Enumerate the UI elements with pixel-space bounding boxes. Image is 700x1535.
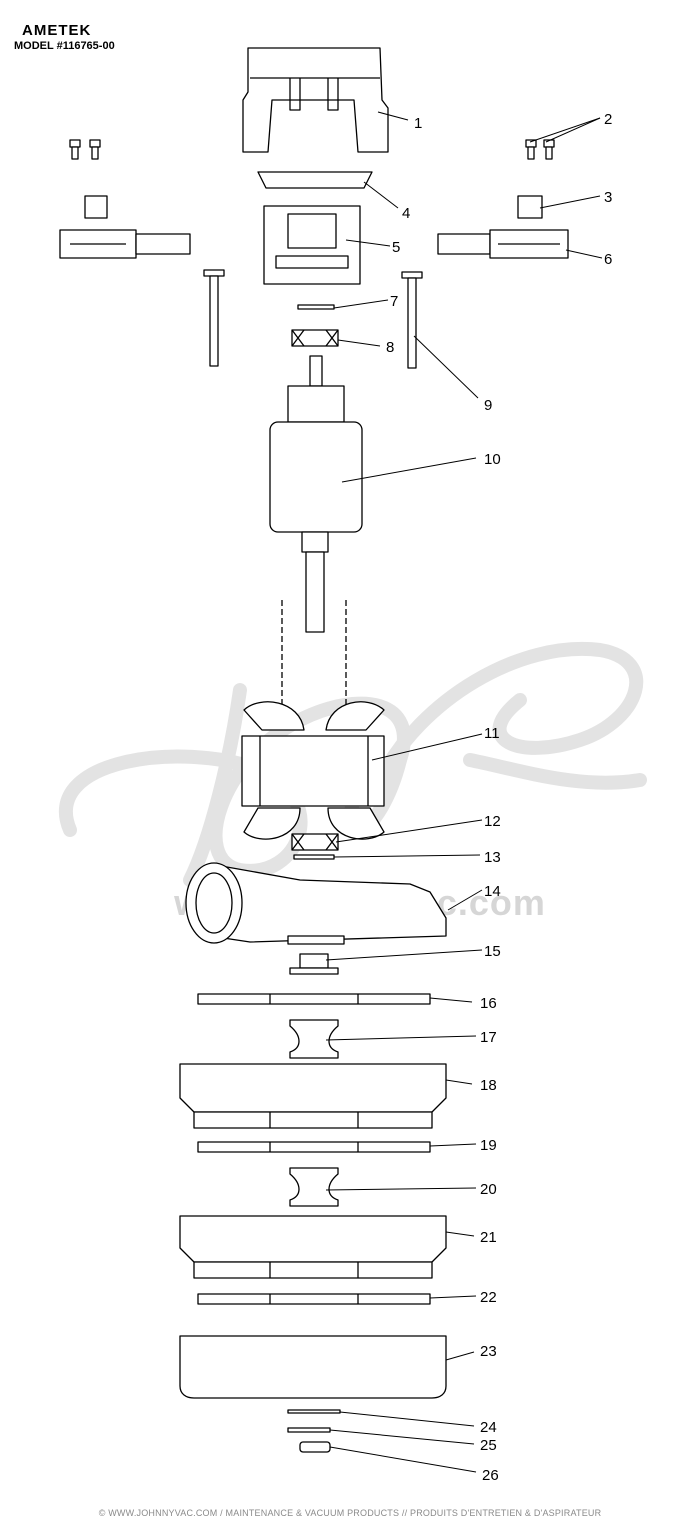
leader-lines	[325, 111, 603, 1473]
callout-1: 1	[414, 115, 422, 132]
callout-20: 20	[480, 1181, 497, 1198]
part-15-spacer	[289, 953, 339, 975]
callout-11: 11	[484, 725, 500, 742]
part-9-through-bolts	[203, 269, 423, 369]
brand-logo: AMETEK	[22, 22, 92, 39]
part-26-nut	[299, 1441, 331, 1453]
callout-4: 4	[402, 205, 410, 222]
part-23-fan-shell	[179, 1335, 447, 1399]
part-2-screws	[69, 139, 555, 160]
callout-24: 24	[480, 1419, 497, 1436]
callout-10: 10	[484, 451, 501, 468]
callout-8: 8	[386, 339, 394, 356]
part-18-fan	[179, 1063, 447, 1129]
part-14-end-bracket	[185, 862, 447, 945]
part-20-spacer	[289, 1167, 339, 1207]
part-21-fan	[179, 1215, 447, 1279]
part-11-field-assembly	[241, 600, 385, 840]
part-22-fan-disc	[197, 1293, 431, 1305]
callout-14: 14	[484, 883, 501, 900]
callout-19: 19	[480, 1137, 497, 1154]
callout-9: 9	[484, 397, 492, 414]
callout-12: 12	[484, 813, 501, 830]
part-12-bearing	[291, 833, 339, 851]
callout-5: 5	[392, 239, 400, 256]
part-13-washer	[293, 854, 335, 860]
callout-18: 18	[480, 1077, 497, 1094]
part-17-spacer	[289, 1019, 339, 1059]
part-25-washer	[287, 1427, 331, 1433]
callout-2: 2	[604, 111, 612, 128]
part-16-fan-disc	[197, 993, 431, 1005]
callout-17: 17	[480, 1029, 497, 1046]
part-3-brush-block-left	[84, 195, 108, 219]
callout-16: 16	[480, 995, 497, 1012]
part-7-washer	[297, 304, 335, 310]
callout-3: 3	[604, 189, 612, 206]
callout-23: 23	[480, 1343, 497, 1360]
part-5-brush-holder-bracket	[263, 205, 361, 285]
part-8-bearing	[291, 329, 339, 347]
callout-13: 13	[484, 849, 501, 866]
footer-copyright: © WWW.JOHNNYVAC.COM / MAINTENANCE & VACU…	[98, 1508, 602, 1518]
callout-25: 25	[480, 1437, 497, 1454]
part-10-armature	[269, 355, 363, 633]
part-19-fan-disc	[197, 1141, 431, 1153]
callout-7: 7	[390, 293, 398, 310]
callout-22: 22	[480, 1289, 497, 1306]
callout-21: 21	[480, 1229, 497, 1246]
part-4-baffle	[257, 171, 373, 189]
part-6-brush-holder-right	[437, 229, 569, 259]
callout-26: 26	[482, 1467, 499, 1484]
callout-6: 6	[604, 251, 612, 268]
part-3-brush-block-right	[517, 195, 543, 219]
callout-labels: 1 2 3 4 5 6 7 8 9 10 11 12 13 14 15 16 1…	[386, 111, 612, 1484]
part-24-washer	[287, 1409, 341, 1414]
part-1-top-cover	[242, 47, 389, 153]
part-6-brush-holder-left	[59, 229, 191, 259]
model-number: MODEL #116765-00	[14, 40, 115, 52]
callout-15: 15	[484, 943, 501, 960]
